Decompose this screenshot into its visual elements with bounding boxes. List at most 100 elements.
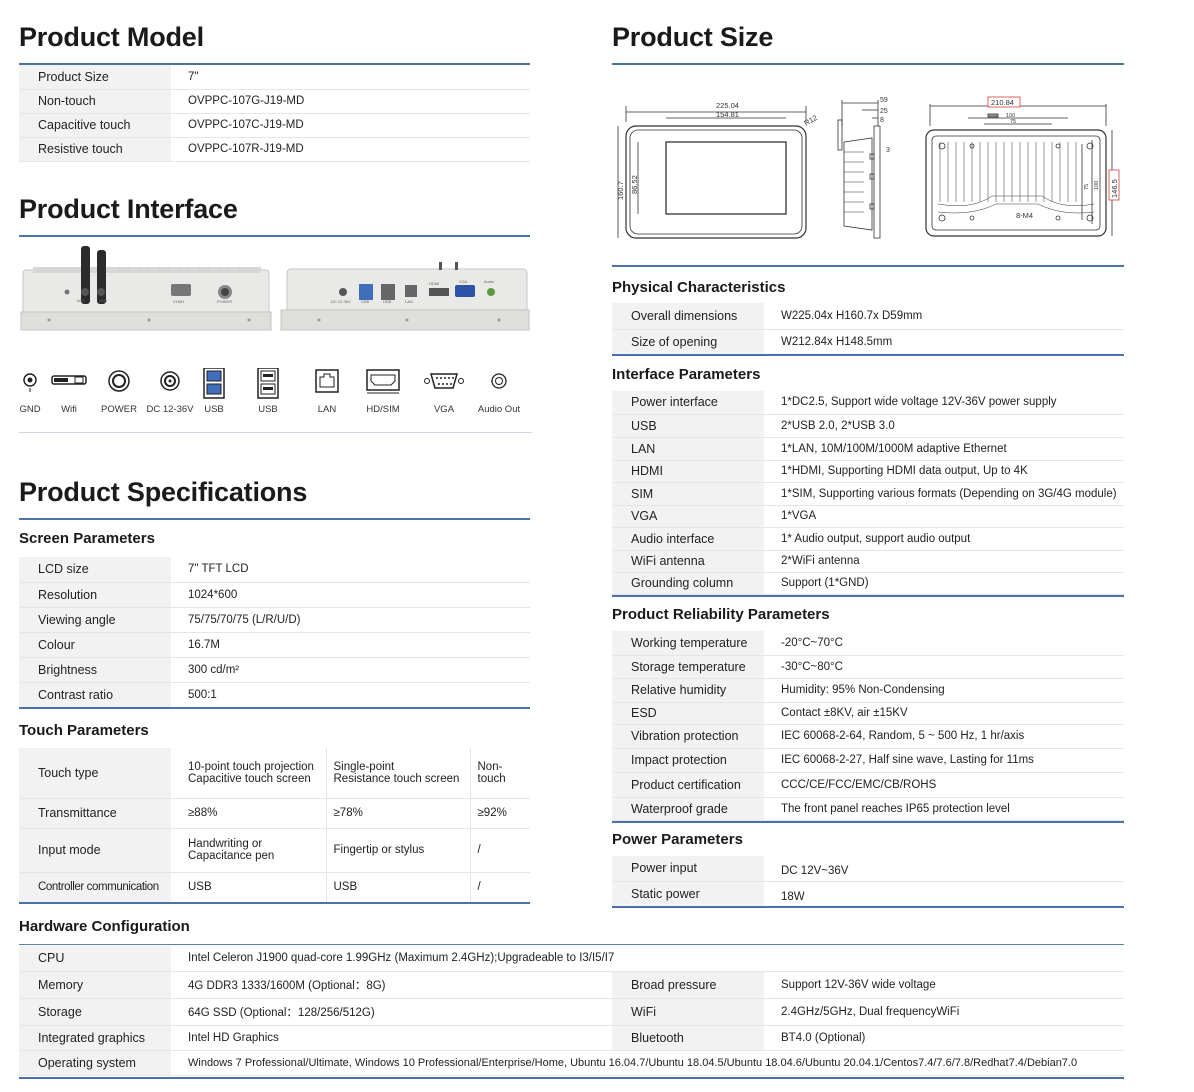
dim-bezel: 3 [886,147,890,154]
row-value: IEC 60068-2-27, Half sine wave, Lasting … [764,748,1124,773]
port-wifi: Wifi [49,368,89,415]
row-key: CPU [19,946,171,972]
dim-vesa-100: 100 [1006,113,1015,119]
row-key: Non-touch [19,89,171,114]
power-parameters-title: Power Parameters [612,831,743,848]
row-value: 7" TFT LCD [171,557,530,583]
row-value: 1*DC2.5, Support wide voltage 12V-36V po… [764,391,1124,415]
row-value: 1* Audio output, support audio output [764,527,1124,551]
dim-screws: 8-M4 [1016,211,1033,220]
row-key: Storage [19,998,171,1026]
product-size-drawing: 225.04 154.81 160.7 86.52 R12 59 25 8 3 [616,96,1120,239]
touch-parameters-title: Touch Parameters [19,722,149,739]
back-view [925,104,1113,237]
row-value: BT4.0 (Optional) [764,1025,1124,1051]
divider [19,902,530,904]
row-key: Operating system [19,1050,171,1076]
svg-text:COM1: COM1 [173,299,185,304]
row-value: USB [171,872,326,903]
row-key: Transmittance [19,798,171,829]
reliability-parameters-table: Working temperature-20°C~70°C Storage te… [612,631,1124,821]
row-key: USB [612,414,764,438]
row-value: -20°C~70°C [764,631,1124,656]
row-value: OVPPC-107R-J19-MD [171,137,530,162]
row-value: 75/75/70/75 (L/R/U/D) [171,607,530,633]
device-interface-photos: WiFi WiFi COM1 POWER DC 12-36V USB USB L… [20,246,530,331]
divider [612,265,1124,267]
row-value: 1024*600 [171,582,530,608]
row-key: Capacitive touch [19,113,171,138]
dim-screen-height: 86.52 [630,175,639,194]
row-value: 18W [764,881,1124,907]
product-specifications-title: Product Specifications [19,477,308,507]
row-value: CCC/CE/FCC/EMC/CB/ROHS [764,772,1124,798]
row-key: Relative humidity [612,678,764,703]
side-view [837,100,881,239]
row-key: Viewing angle [19,607,171,633]
row-key: Working temperature [612,631,764,656]
row-value: Support (1*GND) [764,572,1124,595]
dim-opening-width: 210.84 [991,98,1014,107]
row-key: Static power [612,881,764,907]
dim-vesa-100-v: 100 [1094,181,1100,190]
row-value: 16.7M [171,632,530,658]
dim-depth-2: 25 [880,108,888,115]
row-value: ≥92% [469,798,530,829]
table-row: Storage 64G SSD (Optional：128/256/512G) … [19,998,1124,1026]
port-dc: DC 12-36V [147,368,194,415]
svg-text:WiFi: WiFi [99,298,107,303]
row-value: 500:1 [171,682,530,708]
row-value: 2.4GHz/5GHz, Dual frequencyWiFi [764,998,1124,1026]
lan-icon [315,369,339,393]
row-value: IEC 60068-2-64, Random, 5 ~ 500 Hz, 1 hr… [764,724,1124,749]
dim-highlight-box [1108,169,1120,201]
row-value: 300 cd/m² [171,657,530,683]
vga-icon [424,373,464,389]
divider [19,432,532,433]
row-value: Non-touch [469,748,530,799]
row-value: Humidity: 95% Non-Condensing [764,678,1124,703]
row-value: / [469,872,530,903]
divider [612,354,1124,356]
svg-text:VGA: VGA [459,279,468,284]
table-row: Working temperature-20°C~70°C [612,631,1124,656]
gnd-icon [23,373,37,392]
table-row: Memory 4G DDR3 1333/1600M (Optional：8G) … [19,971,1124,999]
row-value: / [469,828,530,873]
port-usb2: USB [256,367,280,415]
row-key: Brightness [19,657,171,683]
dim-depth: 59 [880,97,888,104]
port-label: USB [204,404,224,415]
row-key: WiFi antenna [612,550,764,573]
row-key: Broad pressure [612,971,764,999]
front-view [617,106,807,239]
physical-characteristics-title: Physical Characteristics [612,279,786,296]
row-value: Windows 7 Professional/Ultimate, Windows… [171,1050,1124,1076]
row-value: Fingertip or stylus [325,828,470,873]
svg-text:LAN: LAN [405,299,413,304]
hardware-configuration-title: Hardware Configuration [19,918,190,935]
row-value: Contact ±8KV, air ±15KV [764,702,1124,725]
row-key: LAN [612,437,764,461]
screen-parameters-title: Screen Parameters [19,530,155,547]
port-vga: VGA [423,368,465,415]
dc-jack-icon [160,371,180,391]
port-usb3: USB [202,367,226,415]
svg-text:POWER: POWER [217,299,232,304]
row-value: 7" [171,65,530,90]
row-key: SIM [612,482,764,506]
table-row: Transmittance≥88%≥78%≥92% [19,798,530,829]
